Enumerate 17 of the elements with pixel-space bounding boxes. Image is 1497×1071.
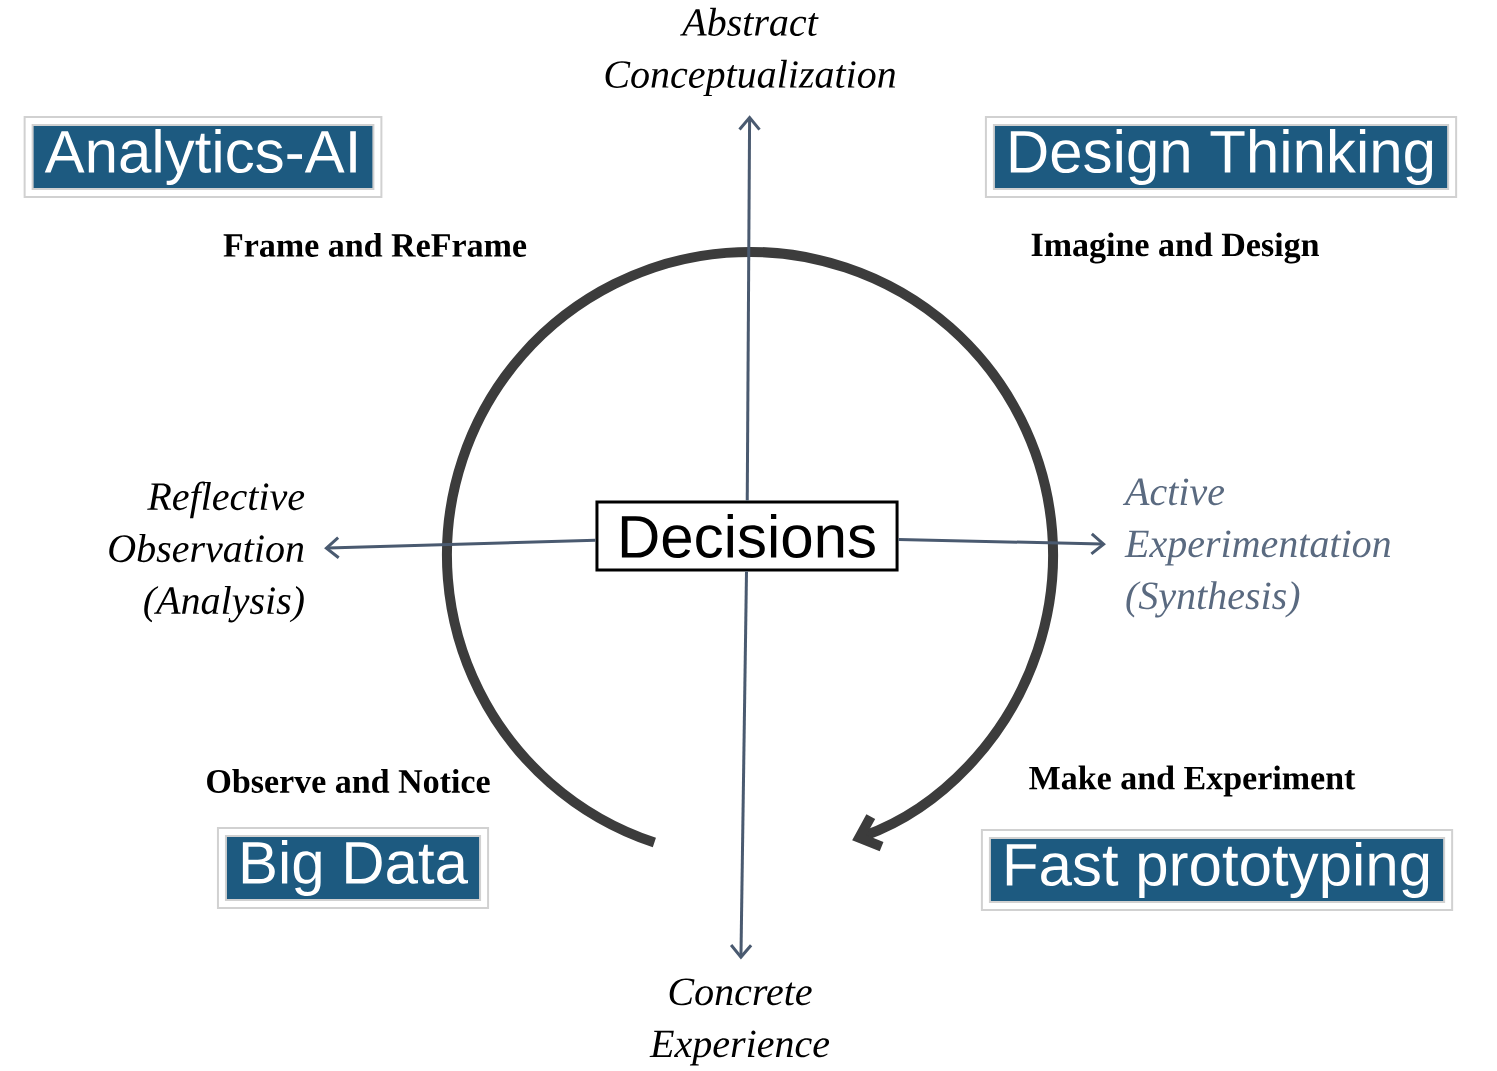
phase-label: Observe and Notice <box>207 769 490 793</box>
label-box: Big Data <box>216 827 490 909</box>
arrow <box>898 532 1106 555</box>
axis-label: Concrete Experience <box>649 978 830 1066</box>
axis-label: Reflective Observation (Analysis) <box>109 481 305 623</box>
phase-label: Imagine and Design <box>1031 232 1319 264</box>
label-box: Analytics-AI <box>23 116 383 198</box>
label-box: Design Thinking <box>984 116 1458 198</box>
phase-label: Make and Experiment <box>1029 765 1356 797</box>
phase-label: Frame and ReFrame <box>223 233 527 257</box>
arrow <box>738 115 761 501</box>
arrow <box>324 536 596 559</box>
decision-box: Decisions <box>595 500 899 572</box>
axis-label: Abstract Conceptualization <box>605 7 896 97</box>
axis-label: Active Experimentation (Synthesis) <box>1122 478 1390 618</box>
arrow <box>729 571 753 960</box>
label-box: Fast prototyping <box>980 829 1454 911</box>
